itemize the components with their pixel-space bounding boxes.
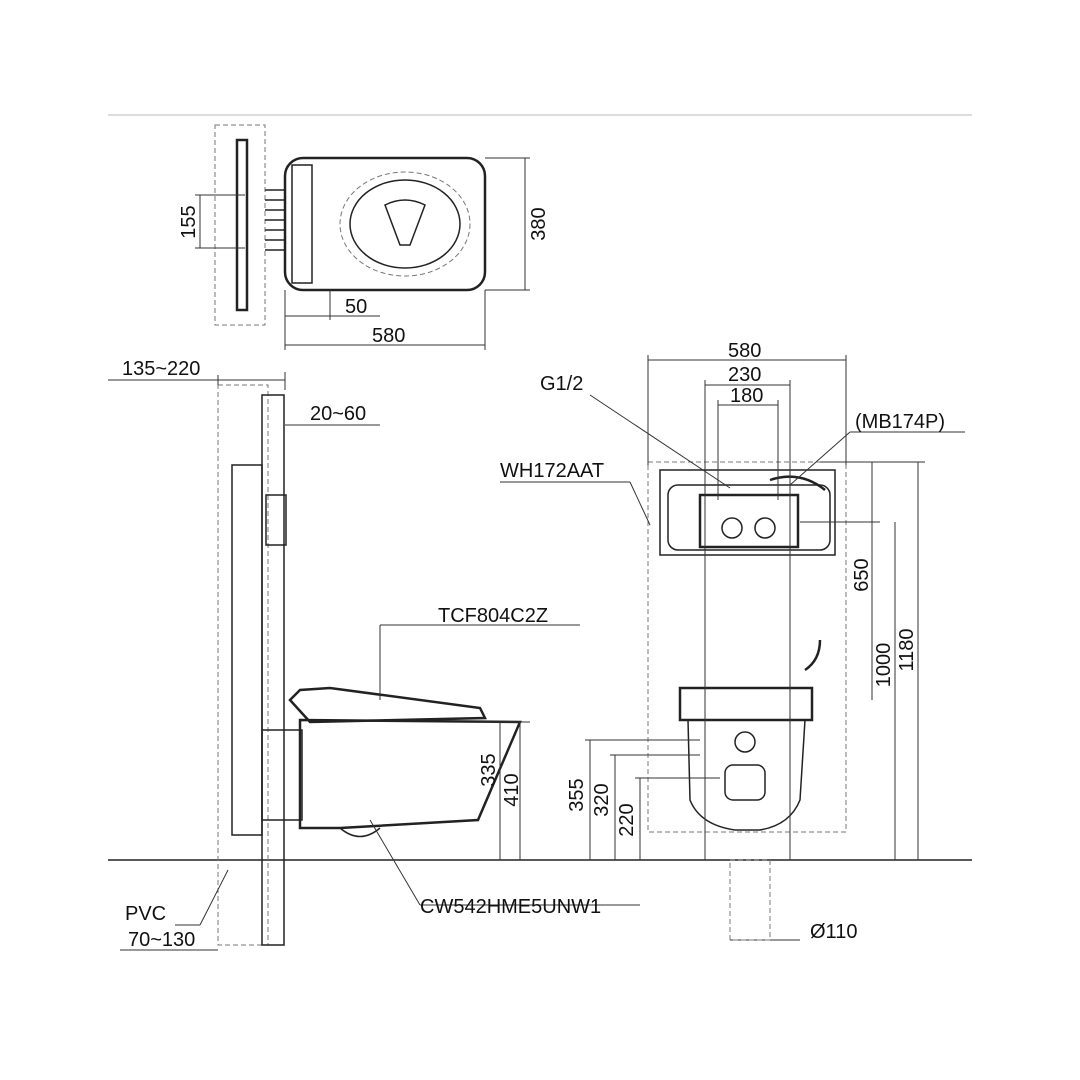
front-view: 580 230 180 G1/2 (MB174P) WH172AAT 650 1…	[500, 340, 965, 943]
mb174p-label: (MB174P)	[855, 411, 945, 433]
dim-180: 180	[730, 385, 763, 407]
dim-650: 650	[851, 558, 873, 591]
dim-320: 320	[591, 783, 613, 816]
top-view: 155 380 50 580	[178, 124, 550, 350]
g12-label: G1/2	[540, 373, 583, 395]
dim-1000: 1000	[873, 643, 895, 688]
dim-380: 380	[528, 207, 550, 240]
dim-50: 50	[345, 296, 367, 318]
frame-model-label: WH172AAT	[500, 460, 604, 482]
dim-20-60: 20~60	[310, 403, 366, 425]
dim-135-220: 135~220	[122, 358, 200, 380]
dim-410: 410	[501, 773, 523, 806]
dim-155: 155	[178, 205, 200, 238]
dim-580-front: 580	[728, 340, 761, 362]
dim-580-top: 580	[372, 325, 405, 347]
dim-230: 230	[728, 364, 761, 386]
diameter-110: Ø110	[810, 921, 857, 943]
dim-220: 220	[616, 803, 638, 836]
side-view: 135~220 20~60 TCF804C2Z 335 410 PVC 70~1…	[108, 358, 972, 951]
dim-355: 355	[566, 778, 588, 811]
dim-1180: 1180	[896, 628, 918, 671]
dim-70-130: 70~130	[128, 929, 195, 951]
pvc-label: PVC	[125, 903, 166, 925]
seat-model-label: TCF804C2Z	[438, 605, 548, 627]
bowl-model-label: CW542HME5UNW1	[420, 896, 601, 918]
dim-335: 335	[478, 753, 500, 786]
